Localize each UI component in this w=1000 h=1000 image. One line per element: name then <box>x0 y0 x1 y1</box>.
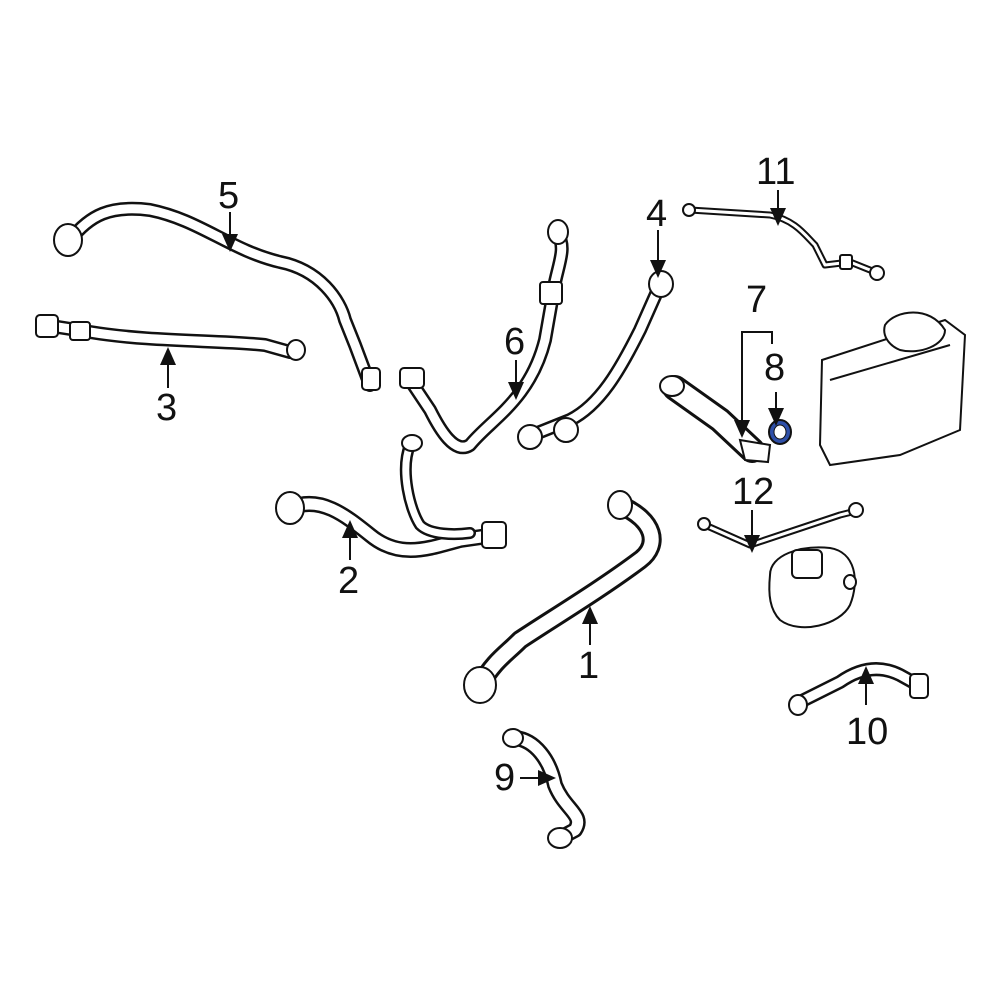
pipe-part-7 <box>659 375 772 464</box>
reservoir-lower <box>768 546 857 629</box>
callout-4: 4 <box>646 193 667 235</box>
callout-2: 2 <box>338 560 359 602</box>
hose-part-3 <box>35 314 306 361</box>
line-part-12 <box>697 502 864 549</box>
callout-6: 6 <box>504 321 525 363</box>
callout-10: 10 <box>846 711 888 753</box>
callout-9: 9 <box>494 757 515 799</box>
o-ring-part-8 <box>768 419 792 445</box>
callout-8: 8 <box>764 347 785 389</box>
callout-7: 7 <box>746 279 767 321</box>
line-part-11 <box>682 203 885 281</box>
hose-part-6 <box>399 219 569 455</box>
hose-part-5 <box>53 201 381 392</box>
callout-11: 11 <box>756 151 795 193</box>
callout-1: 1 <box>578 645 599 687</box>
hose-part-4 <box>517 270 674 450</box>
hose-part-10 <box>788 662 929 716</box>
expansion-tank-upper <box>818 311 967 467</box>
hose-part-2 <box>275 434 507 558</box>
callout-12: 12 <box>732 471 774 513</box>
callout-5: 5 <box>218 175 239 217</box>
callout-3: 3 <box>156 387 177 429</box>
hose-part-1 <box>463 490 662 704</box>
